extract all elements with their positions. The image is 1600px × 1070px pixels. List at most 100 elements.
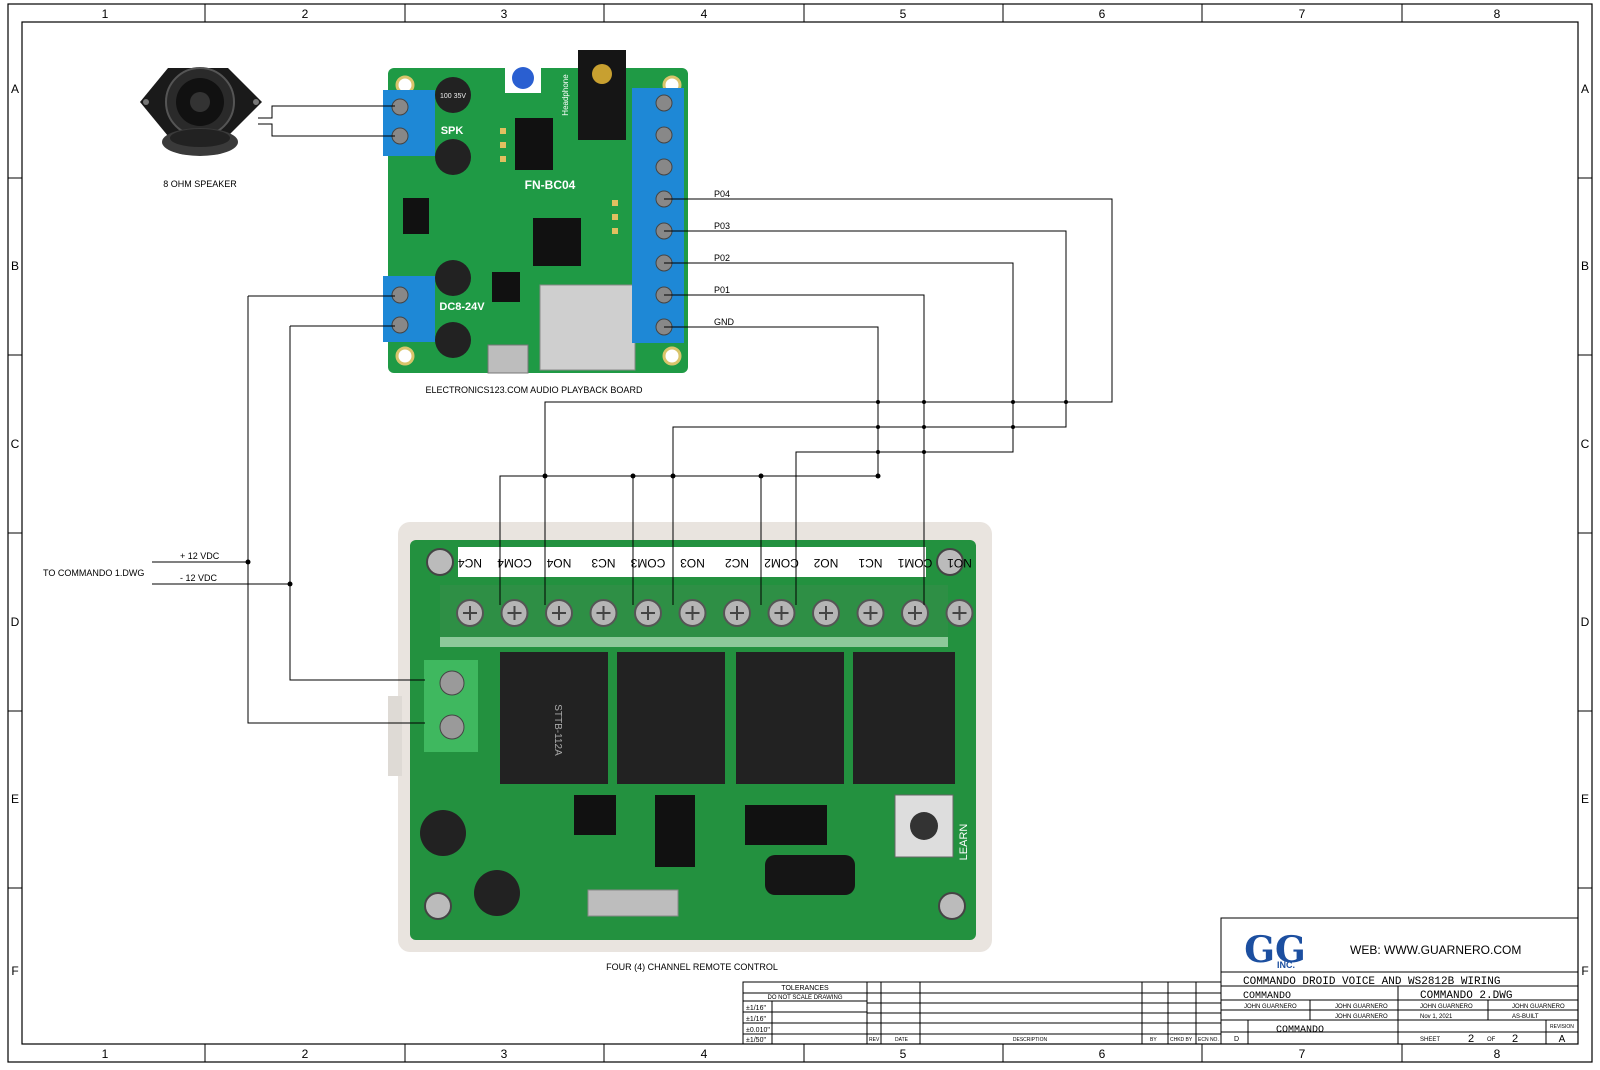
pin-label-p02: P02 <box>714 253 730 263</box>
zone-col-8-bottom: 8 <box>1494 1047 1501 1061</box>
zone-row-c: C <box>11 437 20 451</box>
zone-row-c-right: C <box>1581 437 1590 451</box>
terminal-label-nc1: NC1 <box>858 556 882 570</box>
relay-board: LEARN STTB-112A <box>388 522 992 952</box>
screw-slot-icon <box>463 606 477 620</box>
tolerances-note: DO NOT SCALE DRAWING <box>767 995 842 1001</box>
zone-col-4: 4 <box>701 7 708 21</box>
terminal-label-nc3: NC3 <box>591 556 615 570</box>
zone-row-d: D <box>11 615 20 629</box>
terminal-label-nc4: NC4 <box>458 556 482 570</box>
drawing-file: COMMANDO 2.DWG <box>1420 990 1512 1002</box>
drawing-title: COMMANDO DROID VOICE AND WS2812B WIRING <box>1243 976 1500 988</box>
audio-board-caption: ELECTRONICS123.COM AUDIO PLAYBACK BOARD <box>426 385 643 395</box>
company-logo: GG INC. <box>1244 929 1306 971</box>
zone-row-f: F <box>11 964 18 978</box>
terminal-label-com1: COM1 <box>897 556 932 570</box>
wiring <box>152 105 1113 724</box>
svg-text:INC.: INC. <box>1277 960 1295 970</box>
screw-slot-icon <box>863 606 878 620</box>
zone-col-7-bottom: 7 <box>1299 1047 1306 1061</box>
screw-slot-icon <box>952 606 967 620</box>
terminal-label-com2: COM2 <box>764 556 799 570</box>
zone-col-6: 6 <box>1099 7 1106 21</box>
zone-row-d-right: D <box>1581 615 1590 629</box>
drawing-size: D <box>1234 1036 1239 1043</box>
tolerance-row: ±1/16" <box>746 1016 766 1023</box>
revision-table <box>866 981 1222 1045</box>
tolerance-row: ±0.010" <box>746 1027 770 1034</box>
relay-board-caption: FOUR (4) CHANNEL REMOTE CONTROL <box>606 962 778 972</box>
screw-slot-icon <box>641 606 655 620</box>
power-label: DC8-24V <box>439 301 485 313</box>
drawing-status: AS-BUILT <box>1512 1014 1539 1020</box>
revision-value: A <box>1559 1034 1566 1045</box>
zone-row-a: A <box>11 82 19 96</box>
zone-col-6-bottom: 6 <box>1099 1047 1106 1061</box>
wire-junctions <box>245 400 1068 587</box>
revision-label: REVISION <box>1550 1024 1574 1030</box>
tolerance-block <box>742 981 868 1045</box>
screw-slot-icon <box>908 606 922 620</box>
rev-header: REV <box>869 1037 880 1043</box>
screw-slot-icon <box>507 606 522 620</box>
terminal-label-nc2: NC2 <box>725 556 749 570</box>
chkd-by-header: CHKD BY <box>1170 1037 1193 1043</box>
to-commando-label: TO COMMANDO 1.DWG <box>43 568 144 578</box>
drawing-date: Nov 1, 2021 <box>1420 1014 1453 1020</box>
sheet-total: 2 <box>1512 1033 1518 1045</box>
zone-col-3: 3 <box>501 7 508 21</box>
pin-label-p03: P03 <box>714 221 730 231</box>
approved-by: JOHN GUARNERO <box>1335 1014 1388 1020</box>
title-block <box>1220 917 1579 1045</box>
com-links <box>632 476 762 605</box>
pin-label-p01: P01 <box>714 285 730 295</box>
drawn-by: JOHN GUARNERO <box>1244 1004 1297 1010</box>
zone-row-b: B <box>11 259 19 273</box>
terminal-label-com3: COM3 <box>630 556 665 570</box>
zone-col-7: 7 <box>1299 7 1306 21</box>
by-header: BY <box>1150 1037 1157 1043</box>
zone-col-5-bottom: 5 <box>900 1047 907 1061</box>
zone-row-e-right: E <box>1581 792 1589 806</box>
zone-col-3-bottom: 3 <box>501 1047 508 1061</box>
speaker-label: 8 OHM SPEAKER <box>163 179 237 189</box>
screw-slot-icon <box>552 606 566 620</box>
pin-label-p04: P04 <box>714 189 730 199</box>
ecn-header: ECN NO. <box>1198 1037 1219 1043</box>
engineer-name: JOHN GUARNERO <box>1512 1004 1565 1010</box>
zone-col-8: 8 <box>1494 7 1501 21</box>
description-header: DESCRIPTION <box>1013 1037 1048 1043</box>
screw-slot-icon <box>774 606 789 620</box>
zone-row-f-right: F <box>1581 964 1588 978</box>
tolerances-title: TOLERANCES <box>781 985 829 992</box>
tolerance-row: ±1/16" <box>746 1005 766 1012</box>
screw-slot-icon <box>730 606 744 620</box>
of-label: OF <box>1487 1037 1496 1043</box>
drafter-name: JOHN GUARNERO <box>1420 1004 1473 1010</box>
zone-row-e: E <box>11 792 19 806</box>
project-name: COMMANDO <box>1243 991 1291 1002</box>
audio-playback-board: 100 35V FN-BC04 SPK DC <box>383 50 688 374</box>
terminal-label-com4: COM4 <box>497 556 532 570</box>
terminal-label-no1: NO1 <box>947 556 972 570</box>
zone-col-5: 5 <box>900 7 907 21</box>
spk-label: SPK <box>441 125 464 137</box>
cap-label: 100 35V <box>440 93 466 100</box>
zone-col-2: 2 <box>302 7 309 21</box>
zone-col-1-bottom: 1 <box>102 1047 109 1061</box>
date-header: DATE <box>895 1037 909 1043</box>
plus-12vdc-label: + 12 VDC <box>180 551 220 561</box>
headphone-label: Headphone <box>561 74 570 116</box>
zone-col-1: 1 <box>102 7 109 21</box>
website-label: WEB: WWW.GUARNERO.COM <box>1350 943 1521 957</box>
audio-board-model: FN-BC04 <box>525 178 576 192</box>
sheet-number: 2 <box>1468 1033 1474 1045</box>
zone-row-b-right: B <box>1581 259 1589 273</box>
checked-by: JOHN GUARNERO <box>1335 1004 1388 1010</box>
screw-slot-icon <box>819 606 833 620</box>
zone-row-a-right: A <box>1581 82 1589 96</box>
relay-model: STTB-112A <box>552 704 563 756</box>
